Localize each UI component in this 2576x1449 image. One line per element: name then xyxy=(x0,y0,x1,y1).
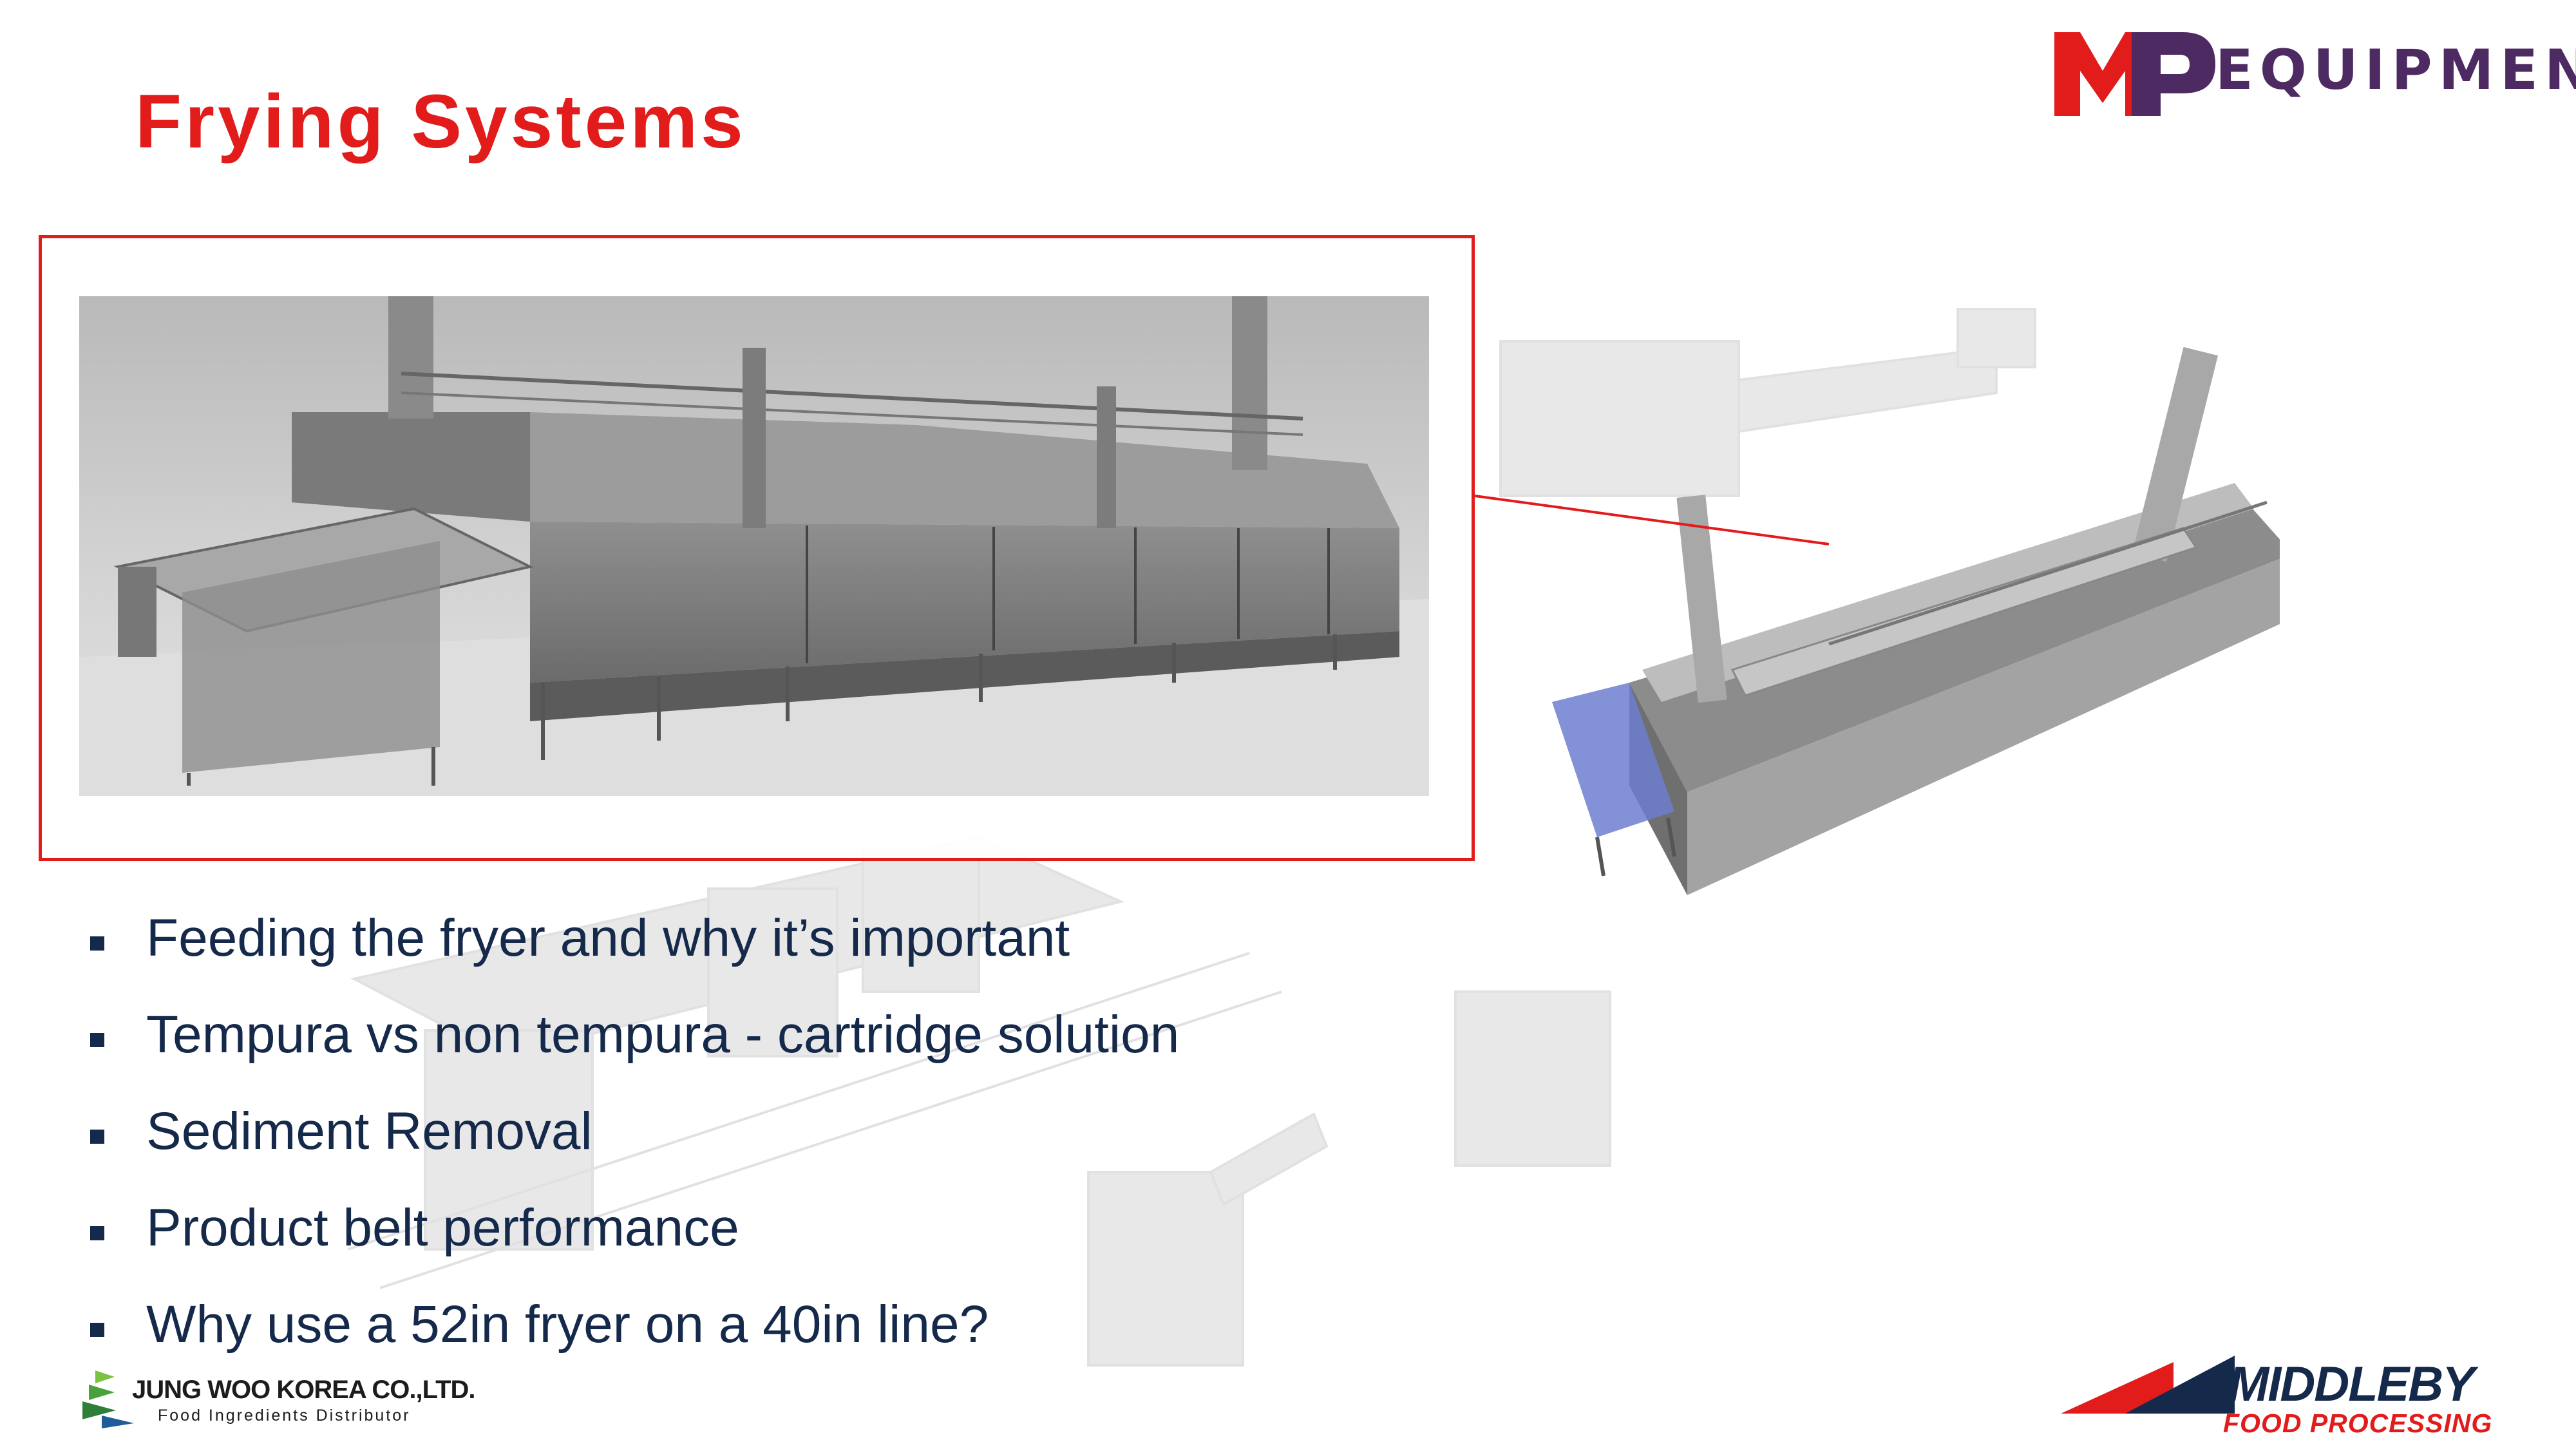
middleby-tagline: FOOD PROCESSING xyxy=(2223,1408,2493,1438)
middleby-logo-icon xyxy=(2061,1356,2235,1414)
jung-woo-tagline: Food Ingredients Distributor xyxy=(158,1406,411,1425)
bullet-square-icon xyxy=(90,1323,104,1337)
jung-woo-company-name: JUNG WOO KOREA CO.,LTD. xyxy=(132,1376,476,1404)
mp-equipment-logo xyxy=(2054,32,2215,116)
mp-logo-wordmark: EQUIPMENT xyxy=(2215,38,2576,102)
bullet-square-icon xyxy=(90,1033,104,1047)
bullet-item: Product belt performance xyxy=(87,1198,1761,1294)
fryer-line-illustration xyxy=(348,308,2280,1367)
bullet-item: Sediment Removal xyxy=(87,1101,1761,1198)
bullet-square-icon xyxy=(90,1130,104,1144)
bullet-item: Tempura vs non tempura - cartridge solut… xyxy=(87,1005,1761,1101)
bullet-item: Why use a 52in fryer on a 40in line? xyxy=(87,1294,1761,1391)
fryer-photo xyxy=(79,296,1429,796)
bullet-item: Feeding the fryer and why it’s important xyxy=(87,908,1761,1005)
jung-woo-logo-icon xyxy=(82,1370,134,1428)
middleby-wordmark: MIDDLEBY xyxy=(2228,1357,2475,1412)
bullet-square-icon xyxy=(90,936,104,951)
slide-title: Frying Systems xyxy=(135,79,746,164)
bullet-list: Feeding the fryer and why it’s important… xyxy=(87,908,1761,1391)
bullet-square-icon xyxy=(90,1226,104,1240)
